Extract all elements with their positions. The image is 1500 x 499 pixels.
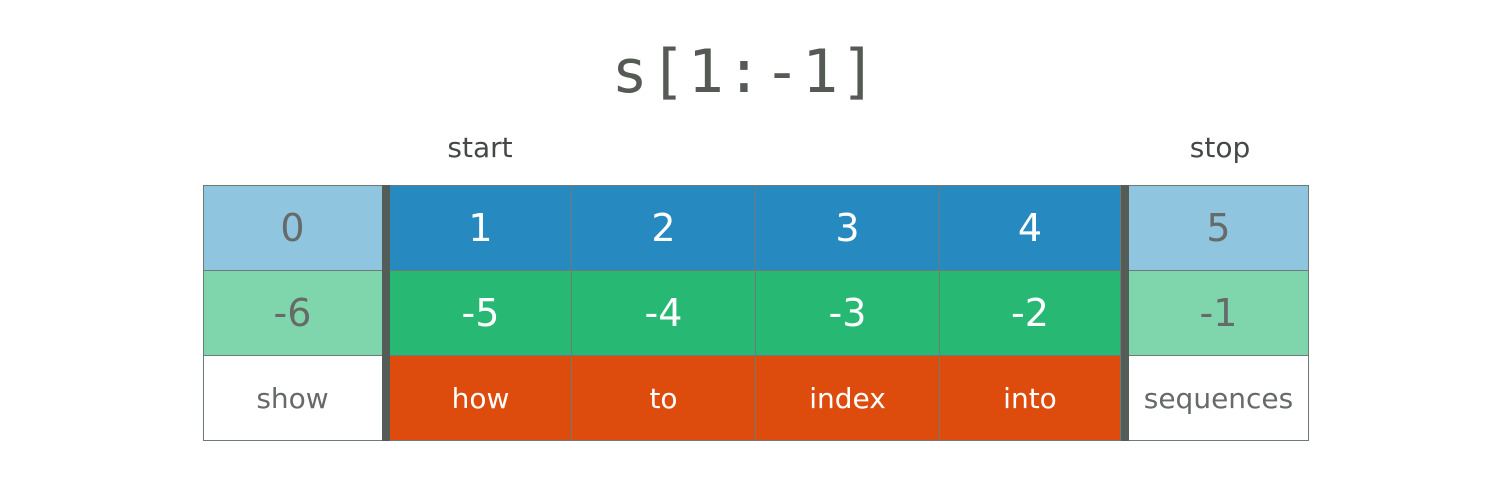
positive-index-cell: 3 (756, 185, 940, 271)
stop-marker-label: stop (1189, 131, 1251, 164)
negative-index-cell: -3 (756, 271, 940, 356)
slice-index-table: 0 -6 show 1 -5 how 2 -4 to 3 -3 index 4 … (203, 185, 1309, 441)
negative-index-cell: -4 (572, 271, 756, 356)
word-cell: index (756, 356, 940, 441)
stop-boundary-line (1121, 185, 1129, 441)
slice-expression-title: s[1:-1] (611, 37, 879, 107)
negative-index-cell: -5 (390, 271, 572, 356)
positive-index-cell: 1 (390, 185, 572, 271)
word-cell: sequences (1129, 356, 1309, 441)
negative-index-cell: -6 (203, 271, 383, 356)
negative-index-cell: -1 (1129, 271, 1309, 356)
positive-index-cell: 4 (940, 185, 1121, 271)
word-cell: to (572, 356, 756, 441)
word-cell: into (940, 356, 1121, 441)
word-cell: show (203, 356, 383, 441)
positive-index-cell: 0 (203, 185, 383, 271)
start-boundary-line (382, 185, 390, 441)
word-cell: how (390, 356, 572, 441)
positive-index-cell: 2 (572, 185, 756, 271)
negative-index-cell: -2 (940, 271, 1121, 356)
positive-index-cell: 5 (1129, 185, 1309, 271)
start-marker-label: start (447, 131, 513, 164)
